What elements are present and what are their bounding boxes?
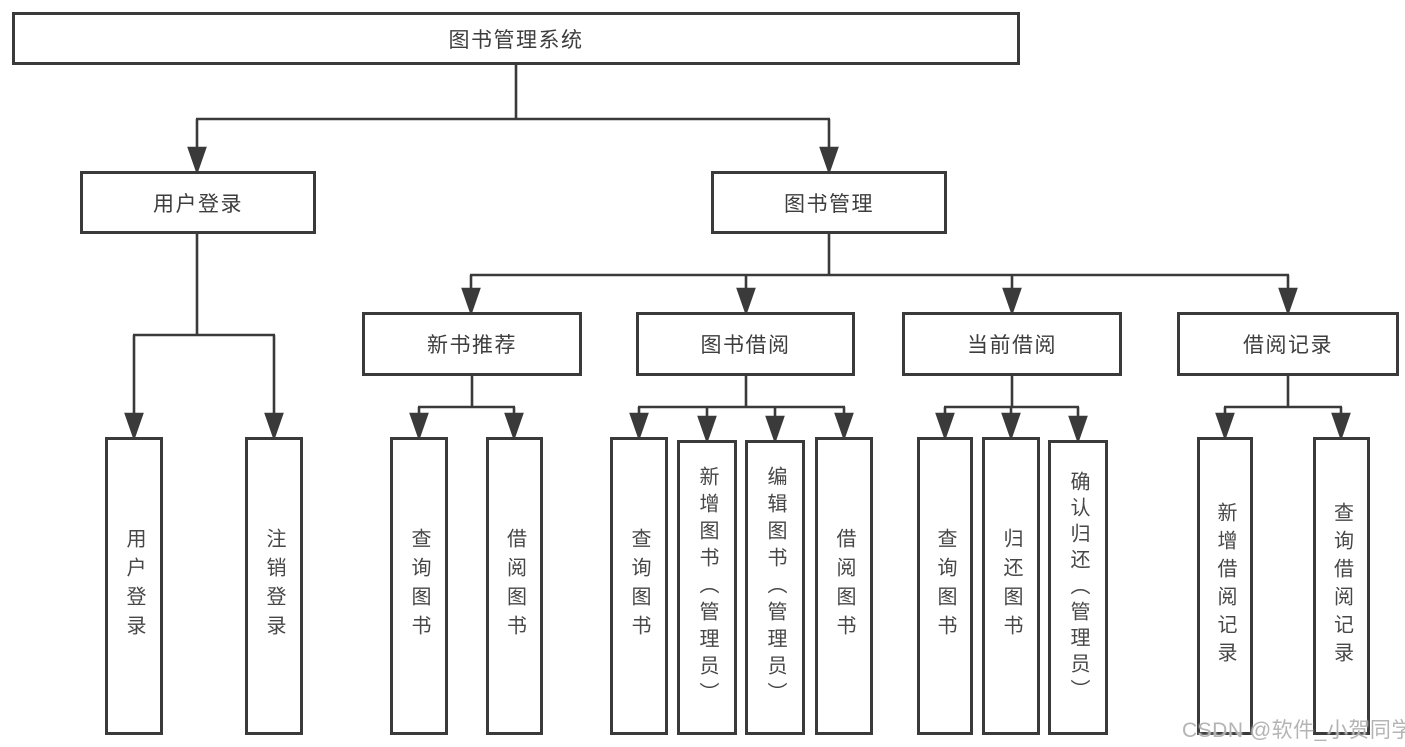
leaf-label: 查询图书 [408,528,430,644]
arrow-down-icon [124,412,144,441]
node-label: 当前借阅 [967,334,1057,357]
leaf-borrow-books: 借阅图书 [815,437,873,735]
leaf-add-borrow-record: 新增借阅记录 [1197,437,1253,735]
leaf-label: 新增借阅记录 [1214,502,1236,670]
leaf-recommend-borrow-books: 借阅图书 [486,437,543,735]
leaf-user-login: 用户登录 [105,437,163,735]
node-label: 图书借阅 [700,334,791,357]
node-current-borrow: 当前借阅 [902,312,1122,376]
arrow-down-icon [1331,412,1351,441]
arrow-down-icon [697,415,717,444]
node-book-borrow: 图书借阅 [636,312,855,376]
arrow-down-icon [765,415,785,444]
arrow-down-icon [1278,287,1298,316]
node-label: 新书推荐 [427,334,517,357]
arrow-down-icon [834,412,854,441]
leaf-label: 借阅图书 [833,528,855,644]
watermark: CSDN @软件_小贺同学 [1182,719,1405,742]
leaf-logout: 注销登录 [245,437,303,735]
connector-userlogin-to-leaves [124,234,284,441]
arrow-down-icon [1002,287,1022,316]
arrow-down-icon [461,287,481,316]
node-book-management: 图书管理 [711,171,947,234]
node-user-login: 用户登录 [80,171,316,234]
leaf-label: 确认归还（管理员） [1067,470,1089,705]
connector-bookborrow-to-leaves [629,375,854,444]
leaf-confirm-return-admin: 确认归还（管理员） [1048,440,1108,735]
node-new-book-recommend: 新书推荐 [362,312,582,376]
leaf-return-books: 归还图书 [982,437,1040,735]
arrow-down-icon [1001,412,1021,441]
connector-currentborrow-to-leaves [935,375,1088,444]
leaf-edit-books-admin: 编辑图书（管理员） [745,440,805,735]
leaf-label: 编辑图书（管理员） [764,466,786,709]
leaf-label: 新增图书（管理员） [696,466,718,709]
leaf-borrow-query-books: 查询图书 [610,437,668,735]
connector-root-to-level2 [187,64,839,175]
leaf-current-query-books: 查询图书 [917,437,973,735]
node-label: 图书管理系统 [448,28,584,52]
arrow-down-icon [629,412,649,441]
arrow-down-icon [935,412,955,441]
leaf-label: 查询图书 [628,528,650,644]
connector-newbookrec-to-leaves [409,375,524,441]
node-label: 图书管理 [784,192,874,216]
leaf-label: 查询借阅记录 [1330,502,1353,670]
connector-bookmgmt-to-level3 [461,234,1298,316]
arrow-down-icon [187,146,207,175]
arrow-down-icon [1068,415,1088,444]
arrow-down-icon [736,287,756,316]
leaf-label: 借阅图书 [503,528,526,644]
arrow-down-icon [504,412,524,441]
node-library-system: 图书管理系统 [12,12,1020,65]
node-label: 借阅记录 [1243,334,1333,357]
leaf-label: 查询图书 [934,528,956,644]
leaf-label: 用户登录 [123,528,145,644]
node-label: 用户登录 [153,192,243,216]
arrow-down-icon [409,412,429,441]
leaf-recommend-query-books: 查询图书 [390,437,448,735]
arrow-down-icon [1215,412,1235,441]
arrow-down-icon [819,146,839,175]
node-borrow-record: 借阅记录 [1177,312,1399,376]
connector-borrowrecord-to-leaves [1215,375,1351,441]
leaf-label: 注销登录 [263,528,285,644]
leaf-add-books-admin: 新增图书（管理员） [677,440,737,735]
leaf-label: 归还图书 [1000,528,1022,644]
leaf-query-borrow-record: 查询借阅记录 [1313,437,1370,735]
arrow-down-icon [264,412,284,441]
